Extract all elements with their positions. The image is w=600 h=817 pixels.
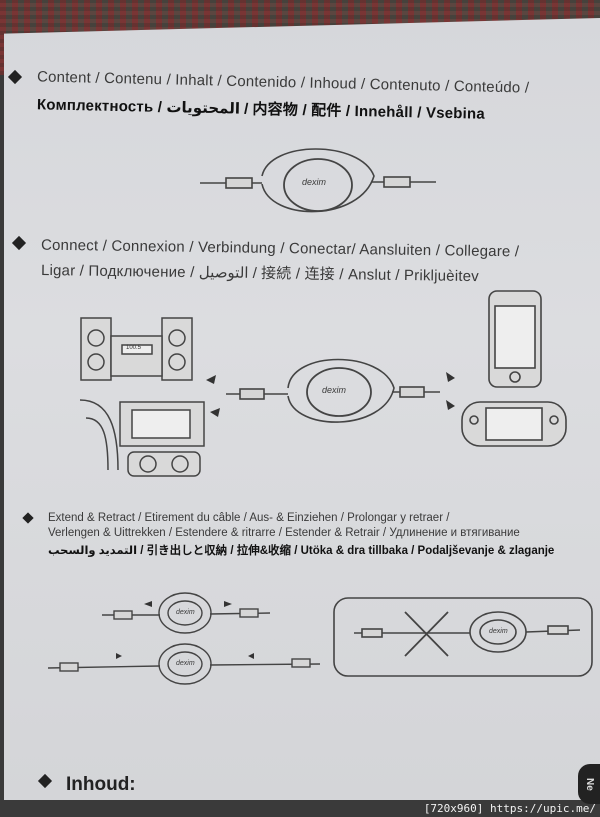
- wrong-usage-cable-logo: dexim: [489, 628, 508, 635]
- connect-cable-illustration: [226, 358, 440, 423]
- car-dashboard-illustration: [79, 399, 205, 477]
- watermark-text: [720x960] https://upic.me/: [423, 802, 596, 815]
- next-section-heading: Inhoud:: [66, 774, 136, 795]
- language-side-tab: Ne: [578, 764, 600, 804]
- extend-heading-line3: التمديد والسحب / 引き出しと収納 / 拉伸&收缩 / Utöka…: [48, 545, 555, 557]
- connect-arrows: [206, 372, 455, 417]
- extend-cable-illustration: [47, 592, 321, 685]
- stereo-display-text: 100.5: [126, 345, 142, 351]
- stereo-illustration: [80, 317, 193, 381]
- wrong-usage-box: [333, 597, 593, 677]
- game-console-illustration: [461, 401, 567, 447]
- content-cable-illustration: [200, 148, 436, 213]
- content-cable-logo: dexim: [302, 177, 327, 187]
- smartphone-illustration: [488, 290, 542, 388]
- extend-arrows: [116, 601, 254, 659]
- extend-cable-logo: dexim: [176, 609, 195, 616]
- connect-cable-logo: dexim: [322, 385, 347, 395]
- extend-heading-line2: Verlengen & Uittrekken / Estendere & rit…: [48, 527, 520, 539]
- extend-cable-logo: dexim: [176, 660, 195, 667]
- extend-heading-line1: Extend & Retract / Etirement du câble / …: [48, 512, 450, 524]
